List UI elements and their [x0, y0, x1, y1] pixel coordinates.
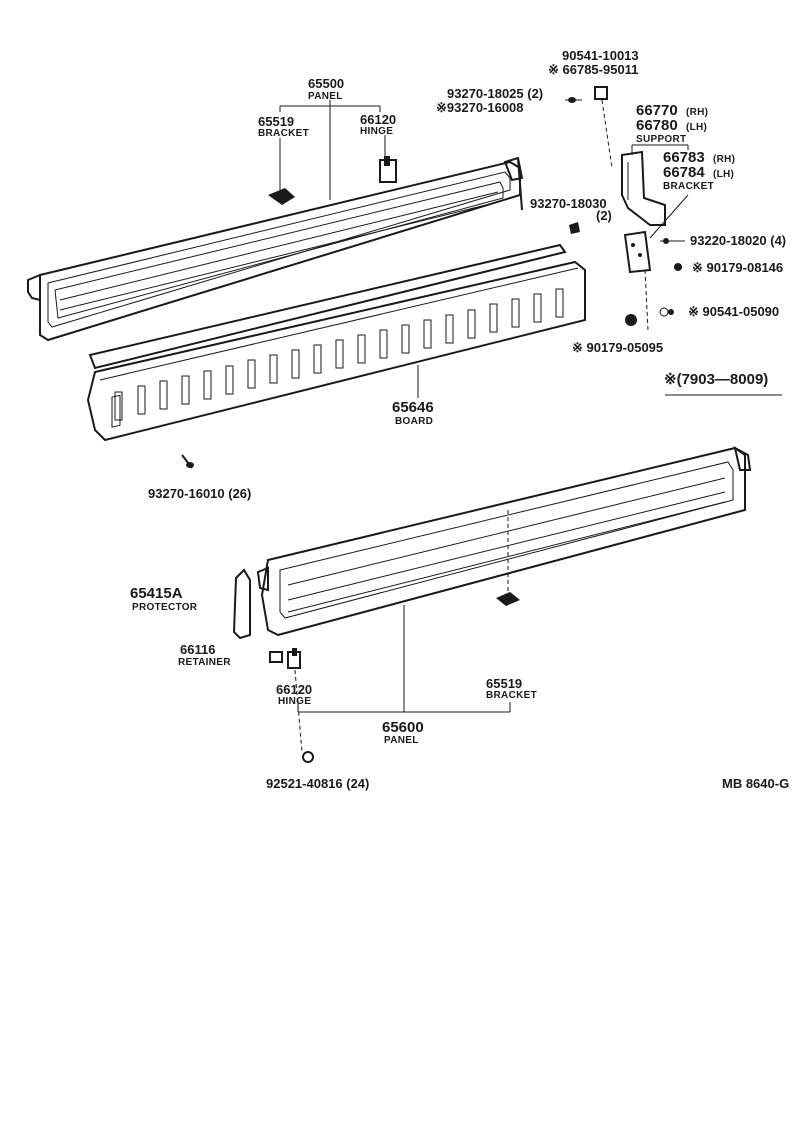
top-panel-part-name: PANEL: [308, 91, 343, 102]
bracket-lh-side: (LH): [713, 169, 734, 180]
board-drawing: [86, 243, 586, 442]
support-rh-side: (RH): [686, 107, 708, 118]
leader-lines: [279, 100, 782, 713]
top-panel-part-number: 65500: [308, 76, 344, 91]
bottom-hinge-part-name: HINGE: [278, 696, 311, 707]
board-part-name: BOARD: [395, 416, 433, 427]
figure-code: MB 8640-G: [722, 776, 789, 791]
board-slots: [114, 288, 564, 421]
bottom-screw-drawing: [302, 751, 314, 763]
screw-18030-quantity: (2): [596, 208, 612, 223]
nut-08146-drawing: [674, 263, 682, 271]
bottom-panel-part-name: PANEL: [384, 735, 419, 746]
nut-08146-label: ※ 90179-08146: [692, 260, 783, 275]
bottom-bracket-part-number: 65519: [486, 676, 522, 691]
screw-18025-label: 93270-18025 (2): [447, 86, 543, 101]
screw-18030-label: 93270-18030: [530, 196, 607, 211]
screw-18030-drawing: [569, 222, 580, 234]
top-hinge-part-name: HINGE: [360, 126, 393, 137]
top-hinge-part-number: 66120: [360, 112, 396, 127]
screw-16008-label: ※93270-16008: [436, 100, 524, 115]
support-drawing: [621, 150, 666, 226]
bottom-hinge-part-number: 66120: [276, 682, 312, 697]
support-part-name: SUPPORT: [636, 134, 686, 145]
bolt-18020-drawing: [660, 238, 685, 244]
bracket-part-name: BRACKET: [663, 181, 714, 192]
bracket-drawing: [623, 230, 652, 331]
bottom-bracket-drawing: [496, 592, 520, 606]
bolt-18020-label: 93220-18020 (4): [690, 233, 786, 248]
top-bracket-part-name: BRACKET: [258, 128, 309, 139]
washer-05090-drawing: [659, 307, 674, 317]
top-hinge-drawing: [379, 156, 397, 183]
board-part-number: 65646: [392, 399, 434, 416]
bracket-rh-part-number: 66783: [663, 149, 705, 166]
washer-05090-label: ※ 90541-05090: [688, 304, 779, 319]
clip-drawing: [594, 86, 613, 169]
bottom-panel-drawing: [256, 446, 752, 637]
bottom-hinge-drawing: [287, 648, 303, 753]
nut-05095-drawing: [625, 314, 637, 326]
nut-05095-label: ※ 90179-05095: [572, 340, 663, 355]
protector-part-name: PROTECTOR: [132, 602, 198, 613]
top-bracket-drawing: [268, 188, 295, 205]
protector-drawing: [232, 568, 251, 640]
retainer-drawing: [269, 651, 283, 663]
bracket-rh-side: (RH): [713, 154, 735, 165]
top-bracket-part-number: 65519: [258, 114, 294, 129]
board-screw-drawing: [181, 454, 194, 469]
support-lh-part-number: 66780: [636, 117, 678, 134]
screw-18025-drawing: [565, 97, 582, 103]
clip-part-number: 90541-10013: [562, 48, 639, 63]
support-rh-part-number: 66770: [636, 102, 678, 119]
screw-16010-label: 93270-16010 (26): [148, 486, 251, 501]
bottom-bracket-part-name: BRACKET: [486, 690, 537, 701]
screw-40816-label: 92521-40816 (24): [266, 776, 369, 791]
protector-part-number: 65415A: [130, 585, 183, 602]
support-lh-side: (LH): [686, 122, 707, 133]
date-range-note: ※(7903—8009): [664, 371, 768, 388]
clip-alt-part-number: ※ 66785-95011: [548, 62, 638, 77]
retainer-part-number: 66116: [180, 642, 215, 657]
bracket-lh-part-number: 66784: [663, 164, 705, 181]
retainer-part-name: RETAINER: [178, 657, 231, 668]
top-panel-drawing: [27, 156, 524, 342]
bottom-panel-part-number: 65600: [382, 719, 424, 736]
